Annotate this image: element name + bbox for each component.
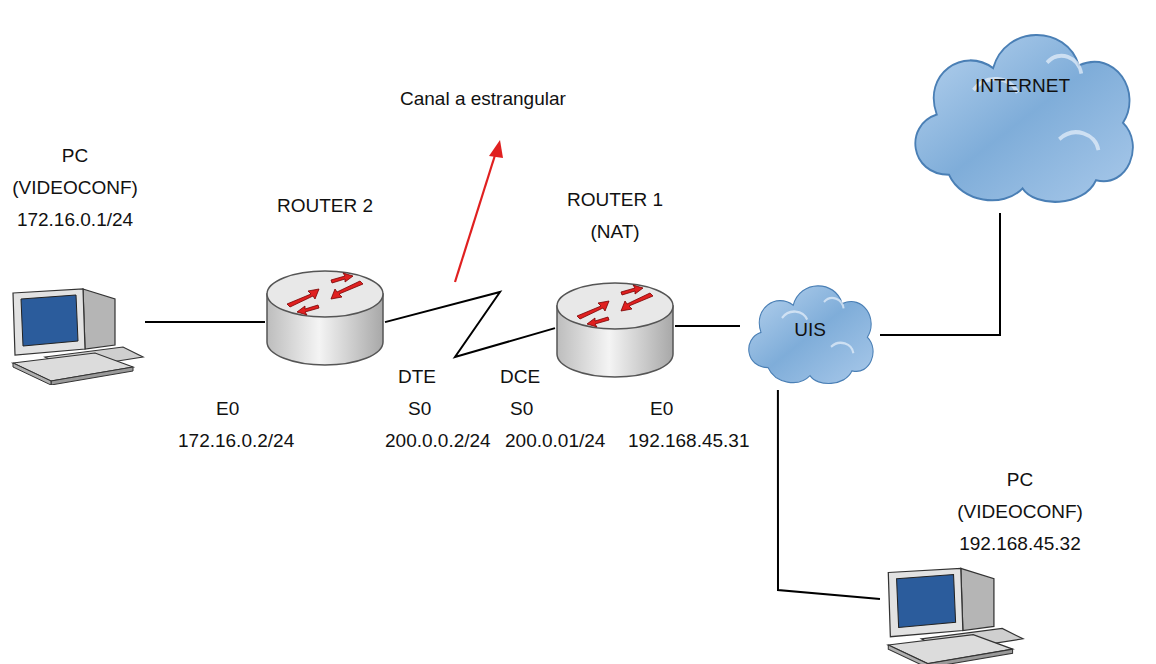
network-link bbox=[778, 390, 880, 599]
interface-label: E0 bbox=[650, 398, 673, 420]
node-heading: UIS bbox=[794, 314, 826, 346]
callout-label: Canal a estrangular bbox=[400, 88, 566, 110]
node-heading: ROUTER 1 (NAT) bbox=[559, 184, 671, 248]
ip-address: 172.16.0.1/24 bbox=[17, 204, 133, 236]
router-node: ROUTER 1 (NAT) bbox=[555, 184, 675, 380]
pc-node: PC (VIDEOCONF)172.16.0.1/24 bbox=[5, 140, 145, 390]
router-symbol bbox=[555, 280, 675, 380]
callout-arrowhead bbox=[489, 140, 503, 158]
interface-label: DTE bbox=[398, 366, 436, 388]
node-heading: ROUTER 2 bbox=[266, 190, 384, 222]
node-heading: INTERNET bbox=[975, 70, 1070, 102]
ip-address: 192.168.45.32 bbox=[959, 528, 1081, 560]
serial-link bbox=[385, 292, 555, 357]
network-link bbox=[675, 325, 740, 327]
computer-icon bbox=[5, 285, 145, 385]
interface-label: S0 bbox=[408, 398, 431, 420]
interface-label: S0 bbox=[510, 398, 533, 420]
router-node: ROUTER 2 bbox=[265, 190, 385, 368]
interface-label: 192.168.45.31 bbox=[628, 430, 750, 452]
interface-label: 172.16.0.2/24 bbox=[178, 430, 294, 452]
interface-label: E0 bbox=[216, 398, 239, 420]
computer-icon bbox=[880, 564, 1025, 664]
network-link bbox=[880, 213, 1000, 335]
node-heading: PC (VIDEOCONF) bbox=[957, 464, 1083, 528]
callout-arrow bbox=[455, 152, 496, 282]
cloud-shape bbox=[900, 8, 1145, 213]
node-heading: PC (VIDEOCONF) bbox=[12, 140, 138, 204]
network-link bbox=[145, 321, 265, 323]
interface-label: 200.0.0.2/24 bbox=[385, 430, 491, 452]
cloud-node: UIS bbox=[740, 270, 880, 390]
interface-label: DCE bbox=[500, 366, 540, 388]
cloud-node: INTERNET bbox=[900, 8, 1145, 213]
pc-node: PC (VIDEOCONF)192.168.45.32 bbox=[880, 464, 1130, 664]
router-symbol bbox=[265, 268, 385, 368]
interface-label: 200.0.01/24 bbox=[505, 430, 605, 452]
